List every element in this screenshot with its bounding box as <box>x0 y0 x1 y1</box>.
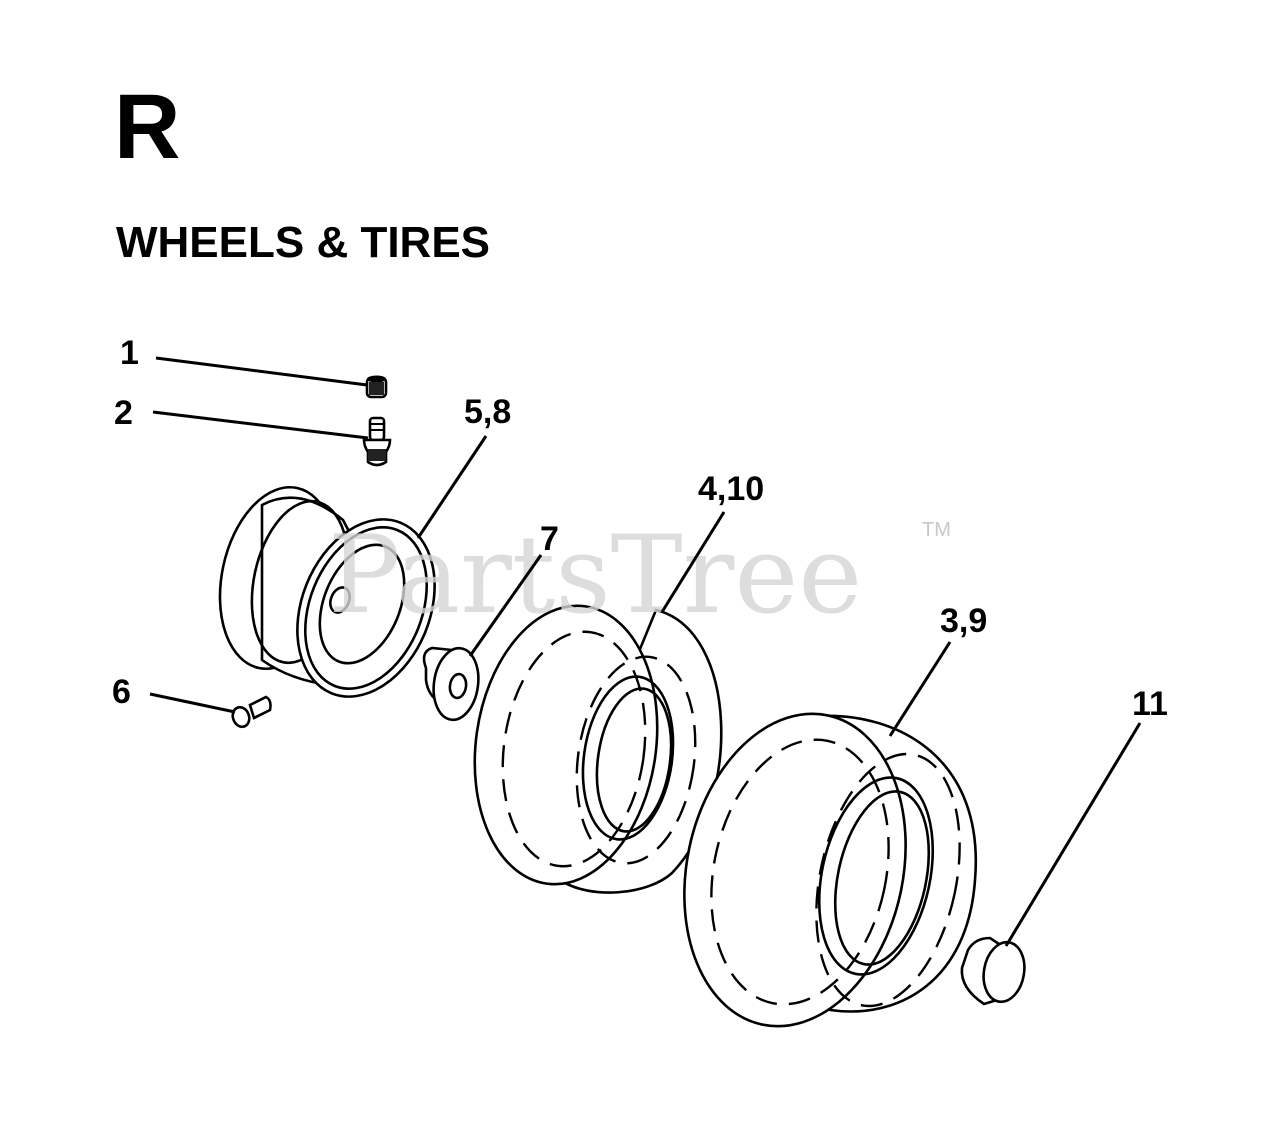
part-rear-tire <box>683 712 978 1028</box>
callout-4-10: 4,10 <box>698 470 764 508</box>
callout-6: 6 <box>112 673 131 711</box>
leader-line-5-8 <box>416 435 488 539</box>
callout-5-8: 5,8 <box>464 393 511 431</box>
leader-line-7 <box>468 554 543 657</box>
callout-11: 11 <box>1132 685 1168 723</box>
part-bolt <box>231 695 272 729</box>
leader-line-4-10 <box>660 511 726 613</box>
part-valve-cap <box>365 375 388 399</box>
callout-3-9: 3,9 <box>940 602 987 640</box>
callout-2: 2 <box>114 394 133 432</box>
part-bushing <box>422 646 480 722</box>
leader-line-3-9 <box>888 641 952 737</box>
leader-line-2 <box>152 410 369 440</box>
part-valve-stem <box>362 416 392 467</box>
leader-line-11 <box>1004 722 1142 947</box>
watermark: PartsTree <box>328 513 862 638</box>
leader-line-6 <box>149 692 236 714</box>
part-rim <box>218 485 436 698</box>
part-front-tire <box>473 604 723 894</box>
callout-7: 7 <box>540 520 559 558</box>
section-letter: R <box>114 76 180 178</box>
callout-1: 1 <box>120 334 139 372</box>
watermark-trademark: TM <box>922 519 951 541</box>
leader-line-1 <box>155 356 368 387</box>
section-title: WHEELS & TIRES <box>116 218 490 267</box>
part-axle-cap <box>960 936 1026 1006</box>
